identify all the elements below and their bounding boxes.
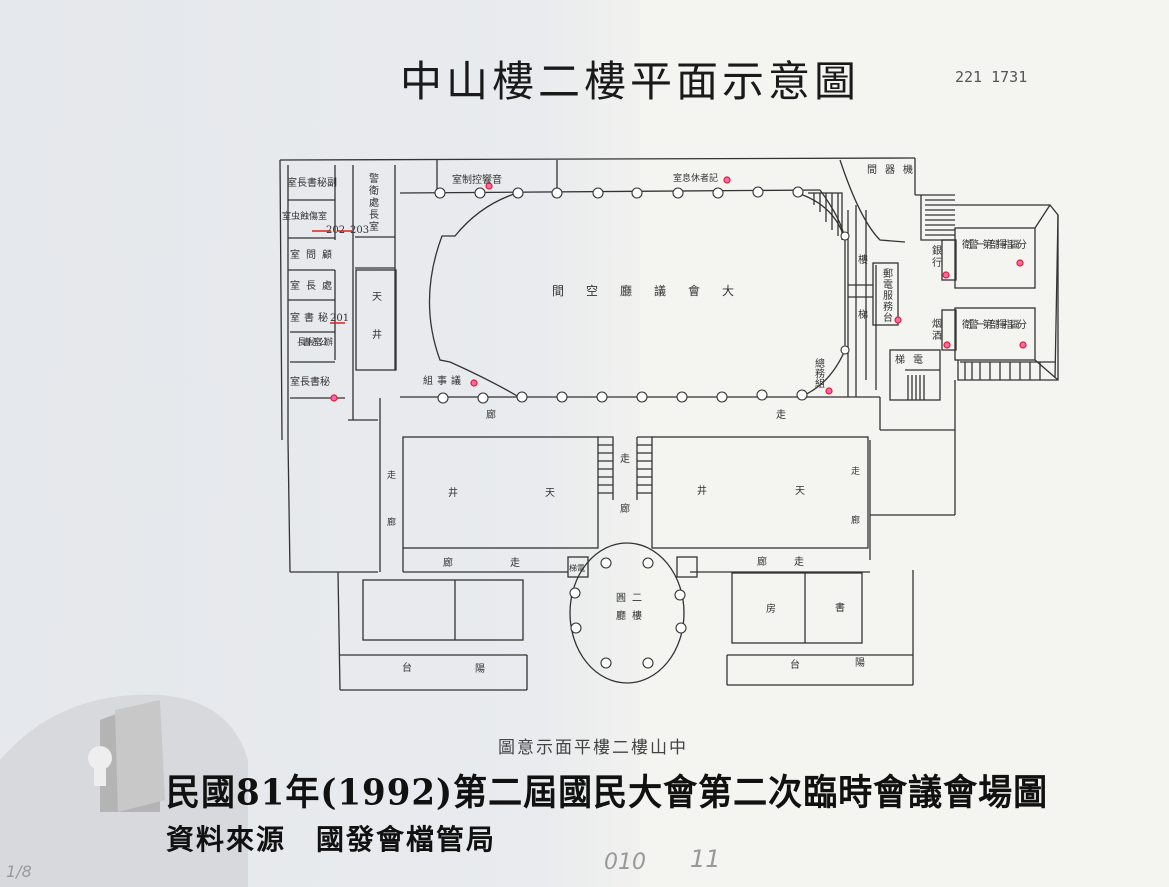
- label-bank: 銀行: [930, 244, 942, 269]
- label-secretary: 室書秘: [290, 311, 332, 324]
- label-terrace-left-b: 陽: [475, 663, 485, 675]
- label-terrace-right-a: 台: [790, 658, 800, 671]
- label-police-lower: 衛警一第部揮指區分: [962, 318, 1027, 331]
- label-study-a: 房: [766, 602, 776, 615]
- staircase-center: [598, 436, 652, 500]
- label-room-202: 202: [326, 225, 345, 236]
- label-stair-b: 梯: [858, 308, 868, 321]
- label-corridor-mid-a: 走: [620, 453, 630, 465]
- label-corridor-bottom-left-a: 廊: [443, 556, 453, 569]
- label-study-b: 書: [835, 601, 845, 614]
- label-courtyard-left-a: 井: [448, 486, 458, 499]
- label-machine-room: 間器機: [867, 163, 921, 176]
- label-police-upper: 衛警一第部揮指區分: [962, 238, 1027, 251]
- source-line: 資料來源 國發會檔管局: [166, 823, 497, 856]
- label-advisor: 室問顧: [290, 248, 338, 261]
- label-skylight-left-b: 井: [372, 328, 382, 341]
- handwritten-mark-right: 11: [690, 845, 721, 873]
- label-secgen: 室長書秘: [290, 375, 330, 388]
- label-proceedings: 組事議: [423, 374, 465, 387]
- label-corridor-mid-b: 廊: [620, 502, 630, 515]
- handwritten-mark-left: 1/8: [6, 862, 32, 881]
- label-corridor-bottom-right-b: 走: [794, 556, 804, 568]
- document-number: 221 1731: [955, 68, 1028, 86]
- label-corridor-bottom-left-b: 走: [510, 557, 520, 569]
- label-corridor-top-a: 廊: [486, 408, 496, 421]
- red-markers: [330, 176, 1027, 402]
- label-elevator-stair: 梯電: [895, 353, 931, 366]
- label-stair-a: 樓: [858, 253, 868, 266]
- label-vice-secgen-office: 室虫蝕傷室: [282, 210, 327, 222]
- page-title: 中山樓二樓平面示意圖: [400, 57, 861, 106]
- label-rotunda-b: 廳樓: [616, 609, 648, 622]
- label-director: 室長處: [290, 279, 338, 292]
- label-security-chief: 警衛處長室: [367, 172, 379, 233]
- label-terrace-right-b: 陽: [855, 657, 865, 669]
- label-room-203: 203: [350, 225, 369, 236]
- label-courtyard-right-a: 井: [697, 484, 707, 497]
- main-caption: 民國81年(1992)第二屆國民大會第二次臨時會議會場圖: [166, 772, 1049, 815]
- label-sound-control: 室制控響音: [452, 173, 502, 186]
- label-elevator: 梯電: [569, 563, 585, 573]
- label-tobacco: 烟酒: [930, 317, 942, 342]
- archive-logo-watermark: [0, 694, 248, 887]
- label-courtyard-right-b: 天: [795, 486, 805, 497]
- label-general-affairs: 總務組: [813, 357, 825, 388]
- label-deputy-secgen: 室長書秘副: [287, 176, 337, 189]
- handwritten-mark-mid: 010: [604, 850, 646, 875]
- label-rotunda-a: 圓二: [616, 592, 648, 604]
- label-courtyard-left-b: 天: [545, 488, 555, 499]
- label-terrace-left-a: 台: [402, 661, 412, 674]
- label-corridor-left-a: 走: [387, 470, 396, 481]
- label-hall-space: 間空廳議會大: [552, 283, 756, 298]
- label-corridor-bottom-right-a: 廊: [757, 555, 767, 568]
- staircase-right-hall: [808, 192, 877, 397]
- label-room-201: 201: [330, 313, 349, 324]
- label-corridor-top-b: 走: [776, 409, 786, 421]
- label-post-telecom: 郵電服務台: [881, 268, 893, 323]
- plan-caption: 圖意示面平樓二樓山中: [498, 738, 688, 758]
- columns: [434, 186, 850, 669]
- label-skylight-left-a: 天: [372, 292, 382, 303]
- label-corridor-right-b: 廊: [851, 514, 860, 526]
- label-secgen-office: 長書秘室公辦: [297, 336, 333, 348]
- label-corridor-left-b: 廊: [387, 516, 396, 528]
- label-corridor-right-a: 走: [851, 466, 860, 477]
- label-press-lounge: 室息休者記: [673, 172, 718, 184]
